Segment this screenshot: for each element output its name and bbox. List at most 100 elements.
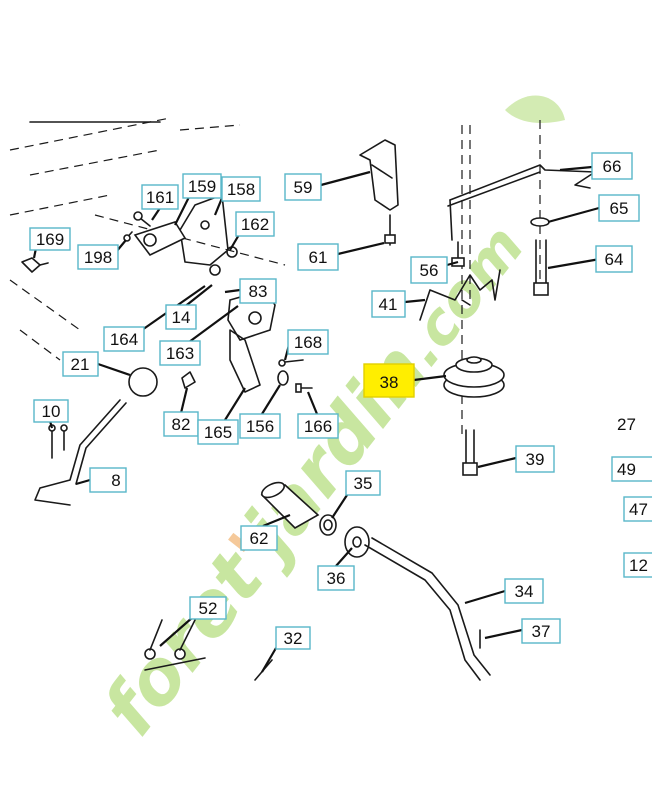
callout-36-text: 36 (327, 569, 346, 588)
callout-34-text: 34 (515, 582, 534, 601)
callout-14[interactable]: 14 (165, 304, 197, 330)
callout-83-text: 83 (249, 282, 268, 301)
callout-59[interactable]: 59 (284, 173, 322, 201)
callout-158-text: 158 (227, 180, 255, 199)
callout-166-text: 166 (304, 417, 332, 436)
part-39-bolt (462, 429, 478, 476)
callout-32[interactable]: 32 (275, 626, 311, 650)
callout-198[interactable]: 198 (77, 244, 119, 270)
callout-163[interactable]: 163 (159, 340, 201, 366)
callout-66[interactable]: 66 (591, 152, 633, 180)
callout-65-text: 65 (610, 199, 629, 218)
callout-65[interactable]: 65 (598, 194, 640, 222)
callout-37[interactable]: 37 (521, 618, 561, 644)
callout-10-text: 10 (42, 402, 61, 421)
callout-163-text: 163 (166, 344, 194, 363)
callout-165-text: 165 (204, 423, 232, 442)
callout-156-text: 156 (246, 417, 274, 436)
callout-34[interactable]: 34 (504, 578, 544, 604)
callout-66-text: 66 (603, 157, 622, 176)
callout-164[interactable]: 164 (103, 326, 145, 352)
callout-39-text: 39 (526, 450, 545, 469)
part-156-washer (277, 370, 289, 386)
callout-37-text: 37 (532, 622, 551, 641)
callout-159-text: 159 (188, 177, 216, 196)
callout-10[interactable]: 10 (33, 399, 69, 423)
part-165-arm (229, 329, 261, 393)
callout-169[interactable]: 169 (29, 227, 71, 251)
part-159-link (133, 221, 187, 257)
callout-62[interactable]: 62 (240, 525, 278, 551)
edge-callout-49[interactable]: 49 (611, 456, 652, 482)
callout-8-text: 8 (111, 471, 120, 490)
callout-39[interactable]: 39 (515, 445, 555, 473)
callout-164-text: 164 (110, 330, 138, 349)
callout-156[interactable]: 156 (239, 413, 281, 439)
callout-165[interactable]: 165 (197, 419, 239, 445)
callout-labels: 66 65 59 61 56 64 41 38 39 161 159 158 1… (29, 152, 652, 650)
edge-callout-47[interactable]: 47 (623, 496, 652, 522)
callout-35[interactable]: 35 (345, 470, 381, 496)
watermark-leaf-icon (505, 95, 565, 123)
edge-callout-49-text: 49 (617, 460, 636, 479)
callout-21-text: 21 (71, 355, 90, 374)
callout-32-text: 32 (284, 629, 303, 648)
callout-61-text: 61 (309, 248, 328, 267)
edge-callout-12[interactable]: 12 (623, 552, 652, 578)
part-59-clip (359, 139, 399, 211)
callout-62-text: 62 (250, 529, 269, 548)
callout-161-text: 161 (146, 188, 174, 207)
part-8-lever (34, 399, 127, 506)
part-38-pulley (443, 356, 505, 398)
deck-outline (9, 117, 541, 440)
part-21-knob (128, 367, 158, 397)
part-41-spring (419, 269, 501, 321)
callout-61[interactable]: 61 (297, 243, 339, 271)
part-169-clip (21, 257, 49, 273)
callout-168-text: 168 (294, 333, 322, 352)
callout-162[interactable]: 162 (235, 211, 275, 237)
callout-41[interactable]: 41 (371, 290, 406, 318)
part-64-bolt (533, 239, 549, 296)
part-52-fasteners (144, 619, 206, 671)
leader-lines (32, 165, 601, 673)
callout-56-text: 56 (420, 261, 439, 280)
part-61-bolt (384, 214, 396, 246)
callout-64[interactable]: 64 (595, 245, 633, 273)
callout-14-text: 14 (172, 308, 191, 327)
callout-35-text: 35 (354, 474, 373, 493)
callout-198-text: 198 (84, 248, 112, 267)
callout-52[interactable]: 52 (189, 596, 227, 620)
callout-158[interactable]: 158 (221, 176, 261, 202)
edge-callout-27-text: 27 (617, 415, 636, 434)
callout-83[interactable]: 83 (239, 278, 277, 304)
callout-52-text: 52 (199, 599, 218, 618)
part-65-washer (530, 217, 550, 227)
callout-36[interactable]: 36 (317, 565, 355, 591)
edge-callout-12-text: 12 (629, 556, 648, 575)
callout-161[interactable]: 161 (141, 184, 179, 210)
edge-callout-27[interactable]: 27 (617, 415, 636, 434)
callout-82[interactable]: 82 (163, 411, 199, 437)
part-198-pin (123, 231, 133, 242)
callout-8[interactable]: 8 (89, 467, 127, 493)
part-35-nut (319, 514, 337, 536)
part-66-rod (447, 164, 596, 241)
callout-162-text: 162 (241, 215, 269, 234)
part-168-screw (278, 359, 304, 367)
callout-159[interactable]: 159 (182, 173, 222, 199)
part-166-screw (295, 383, 313, 393)
part-10-bolts (48, 424, 68, 459)
callout-166[interactable]: 166 (297, 413, 339, 439)
callout-168[interactable]: 168 (287, 329, 329, 355)
callout-82-text: 82 (172, 415, 191, 434)
part-158-bracket (179, 194, 229, 266)
part-161-screw (133, 211, 151, 227)
callout-56[interactable]: 56 (410, 256, 448, 284)
callout-38[interactable]: 38 (363, 363, 415, 398)
callout-169-text: 169 (36, 230, 64, 249)
callout-41-text: 41 (379, 295, 398, 314)
callout-21[interactable]: 21 (62, 351, 99, 377)
part-82-clip (181, 371, 196, 389)
